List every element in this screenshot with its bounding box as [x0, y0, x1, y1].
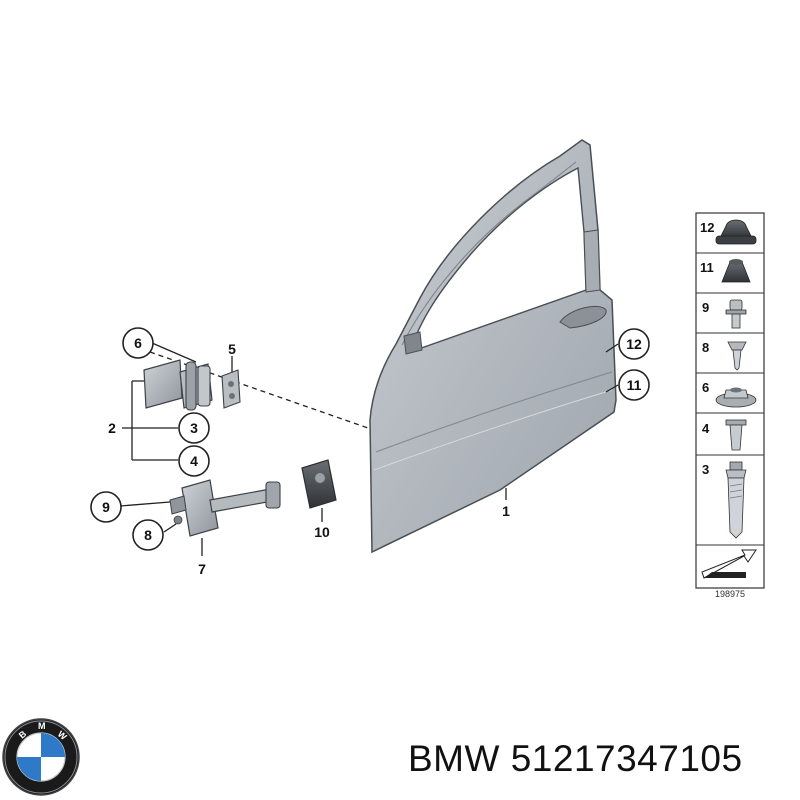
nut-icon	[715, 387, 757, 408]
callout-4: 4	[178, 445, 210, 477]
table-row-label: 8	[702, 340, 709, 355]
part-number: 51217347105	[510, 738, 743, 779]
diagram-reference-number: 198975	[715, 589, 745, 599]
callout-3: 3	[178, 412, 210, 444]
callout-11: 11	[618, 369, 650, 401]
table-row-label: 3	[702, 462, 709, 477]
brand-and-part-number: BMW 51217347105	[408, 738, 743, 780]
door-check-strap	[169, 479, 281, 537]
svg-text:6: 6	[134, 335, 142, 351]
label-2: 2	[108, 420, 116, 436]
callout-12: 12	[618, 328, 650, 360]
check-pad	[301, 459, 337, 509]
door-shell	[369, 139, 617, 554]
door-hinge	[143, 359, 213, 411]
brand-name: BMW	[408, 738, 500, 779]
screw-icon	[727, 341, 747, 371]
svg-text:11: 11	[627, 377, 642, 393]
callout-6: 6	[122, 327, 154, 359]
label-10: 10	[314, 524, 330, 540]
svg-text:4: 4	[190, 453, 198, 469]
hinge-plate	[221, 369, 241, 409]
table-row-label: 11	[700, 260, 714, 275]
table-row-label: 6	[702, 380, 709, 395]
label-7: 7	[198, 561, 206, 577]
bmw-logo-icon: B M W	[2, 718, 80, 796]
rubber-cap-icon	[715, 219, 757, 245]
table-row-label: 9	[702, 300, 709, 315]
orientation-arrow-icon	[701, 549, 757, 579]
bolt-icon	[725, 299, 747, 329]
svg-text:8: 8	[144, 527, 152, 543]
leader-lines	[119, 342, 619, 556]
rubber-buffer-icon	[721, 259, 751, 283]
svg-text:B: B	[17, 728, 29, 740]
hinge-pin-icon	[725, 461, 747, 539]
parts-table: 12 11 9 8 6 4 3	[695, 212, 765, 589]
callout-9: 9	[90, 491, 122, 523]
svg-text:3: 3	[190, 420, 198, 436]
svg-text:12: 12	[626, 336, 642, 352]
svg-text:M: M	[38, 721, 46, 731]
label-1: 1	[502, 503, 510, 519]
table-row-label: 12	[700, 220, 714, 235]
callout-8: 8	[132, 519, 164, 551]
label-5: 5	[228, 341, 236, 357]
sleeve-icon	[725, 419, 747, 451]
table-row-label: 4	[702, 421, 710, 436]
svg-text:9: 9	[102, 499, 110, 515]
